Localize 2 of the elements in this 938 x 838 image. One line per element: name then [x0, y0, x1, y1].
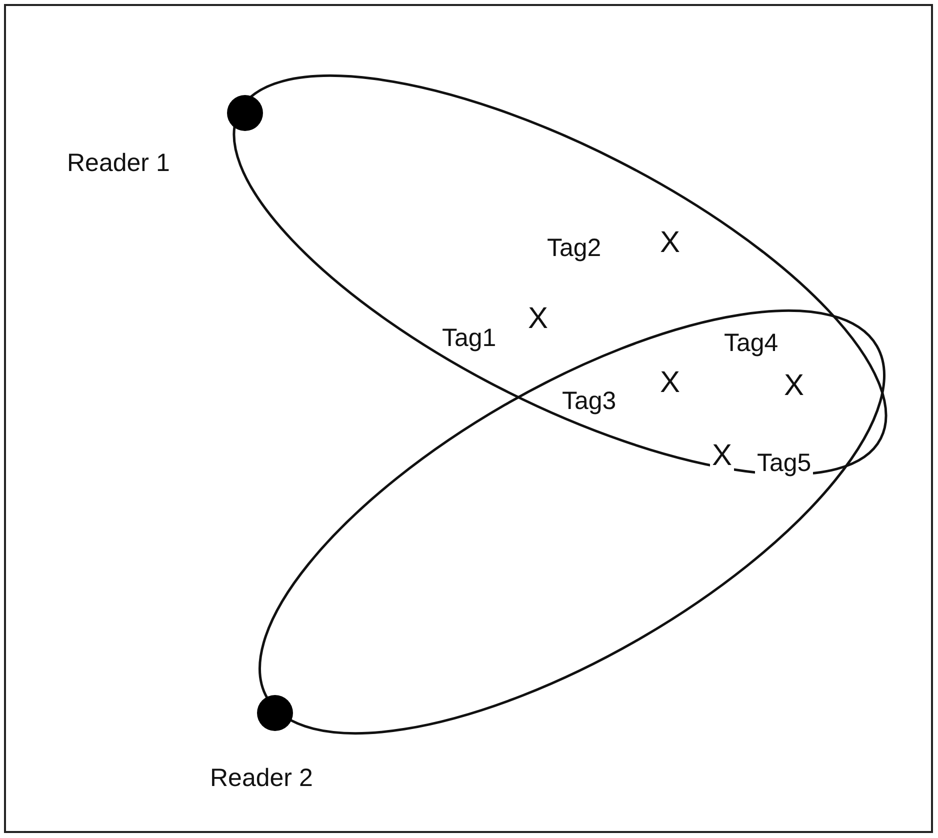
reader-dot	[257, 695, 293, 731]
reader-dot	[227, 95, 263, 131]
